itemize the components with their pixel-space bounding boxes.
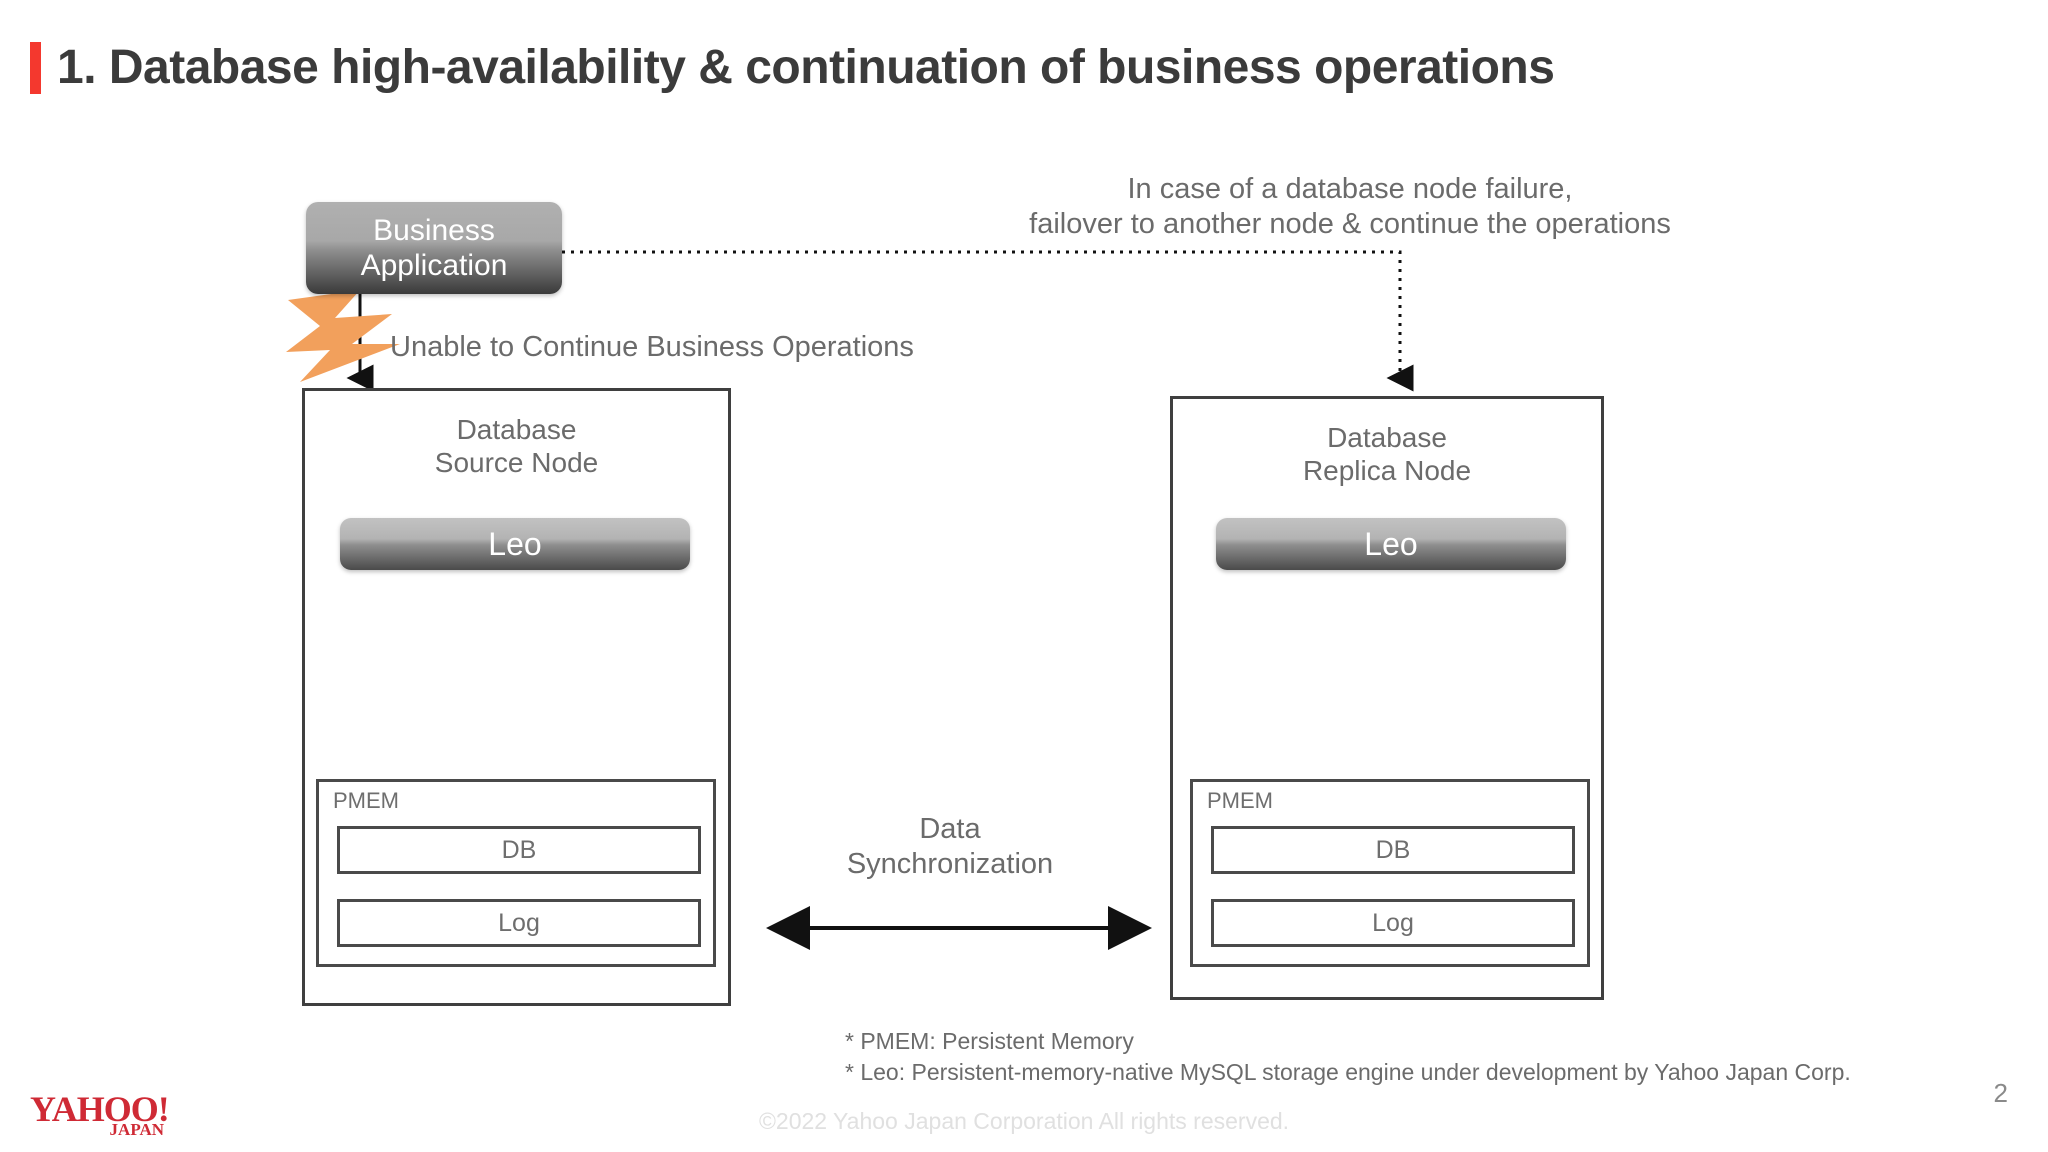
footnotes: * PMEM: Persistent Memory * Leo: Persist… xyxy=(845,1026,1851,1088)
replica-node-title-line1: Database xyxy=(1327,422,1447,453)
pmem-replica-slot-db: DB xyxy=(1211,826,1575,874)
failover-note: In case of a database node failure, fail… xyxy=(1029,173,1671,241)
business-application-line1: Business xyxy=(373,213,495,247)
pmem-source-label: PMEM xyxy=(333,788,399,813)
source-node-title-line2: Source Node xyxy=(434,447,599,479)
pmem-source: PMEM DB Log xyxy=(316,779,716,967)
source-node-title-line1: Database xyxy=(456,414,577,445)
yahoo-japan-logo-main: YAHOO! xyxy=(30,1089,170,1129)
pmem-replica-label: PMEM xyxy=(1207,788,1273,813)
copyright-text: ©2022 Yahoo Japan Corporation All rights… xyxy=(758,1108,1290,1134)
replica-node-title-line2: Replica Node xyxy=(1302,455,1472,487)
title-text: 1. Database high-availability & continua… xyxy=(57,41,1555,94)
pmem-replica-slot-log: Log xyxy=(1211,899,1575,947)
page-number: 2 xyxy=(1993,1078,2008,1108)
footnote-leo: * Leo: Persistent-memory-native MySQL st… xyxy=(845,1059,1851,1086)
yahoo-japan-logo: YAHOO! JAPAN xyxy=(30,1089,178,1140)
business-application-box: Business Application xyxy=(306,202,562,294)
footnote-pmem: * PMEM: Persistent Memory xyxy=(845,1028,1134,1054)
data-synchronization-note: Data Synchronization xyxy=(846,813,1054,880)
leo-engine-source: Leo xyxy=(340,518,690,570)
pmem-source-slot-log: Log xyxy=(337,899,701,947)
lightning-bolt-app-icon xyxy=(286,290,400,382)
leo-engine-replica: Leo xyxy=(1216,518,1566,570)
pmem-source-slot-db: DB xyxy=(337,826,701,874)
yahoo-japan-logo-sub: JAPAN xyxy=(109,1120,164,1140)
replica-node-title: Database Replica Node xyxy=(1173,421,1601,487)
pmem-replica: PMEM DB Log xyxy=(1190,779,1590,967)
title-accent-bar xyxy=(30,42,41,94)
source-node-title: Database Source Node xyxy=(305,413,728,479)
page-title: 1. Database high-availability & continua… xyxy=(30,41,1555,94)
business-application-line2: Application xyxy=(360,249,508,282)
unable-to-continue-note: Unable to Continue Business Operations xyxy=(390,331,914,363)
